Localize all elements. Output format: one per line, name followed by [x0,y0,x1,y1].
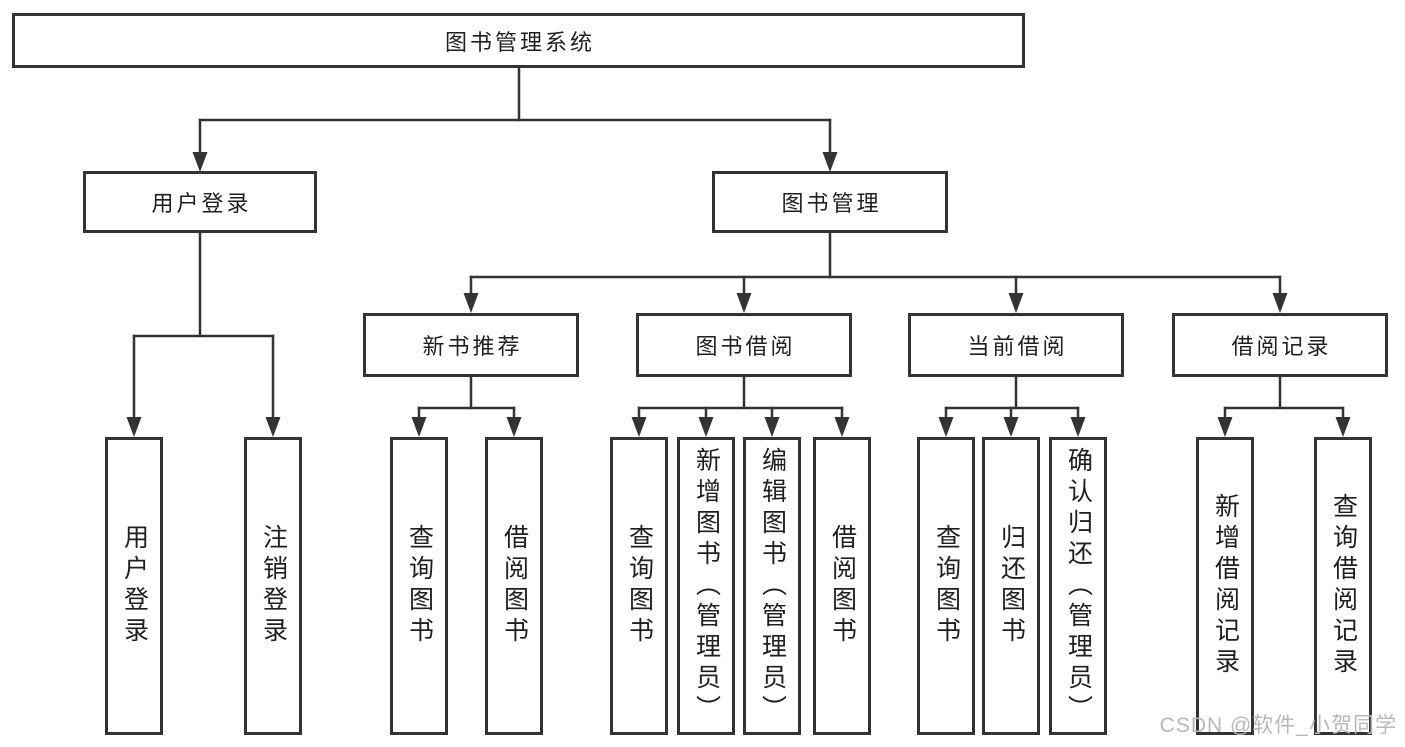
leaf-add-borrow-record: 新增借阅记录 [1196,437,1254,735]
leaf-add-books-admin: 新增图书（管理员） [677,437,735,735]
leaf-query-books-recommend: 查询图书 [390,437,448,735]
leaf-user-login: 用户登录 [105,437,163,735]
node-book-borrowing: 图书借阅 [636,313,852,377]
node-book-borrowing-label: 图书借阅 [695,334,796,359]
node-new-book-recommend: 新书推荐 [363,313,579,377]
node-user-login-label: 用户登录 [151,191,252,216]
leaf-confirm-return-admin: 确认归还（管理员） [1049,437,1107,735]
leaf-query-books-borrowing: 查询图书 [610,437,668,735]
node-library-system-label: 图书管理系统 [444,29,595,55]
csdn-watermark: CSDN @软件_小贺同学 [1159,714,1397,737]
node-borrowing-records-label: 借阅记录 [1231,334,1332,359]
node-current-borrowing-label: 当前借阅 [967,334,1068,359]
node-user-login: 用户登录 [83,171,317,233]
leaf-logout: 注销登录 [244,437,302,735]
node-new-book-recommend-label: 新书推荐 [422,334,523,359]
node-book-management: 图书管理 [712,171,948,233]
leaf-borrow-books-recommend: 借阅图书 [485,437,543,735]
leaf-edit-books-admin: 编辑图书（管理员） [743,437,801,735]
node-current-borrowing: 当前借阅 [908,313,1124,377]
leaf-return-books: 归还图书 [982,437,1040,735]
leaf-query-borrow-record: 查询借阅记录 [1314,437,1372,735]
node-book-management-label: 图书管理 [781,191,882,216]
node-borrowing-records: 借阅记录 [1172,313,1388,377]
leaf-query-books-current: 查询图书 [917,437,975,735]
node-library-system: 图书管理系统 [12,13,1025,68]
leaf-borrow-books: 借阅图书 [813,437,871,735]
